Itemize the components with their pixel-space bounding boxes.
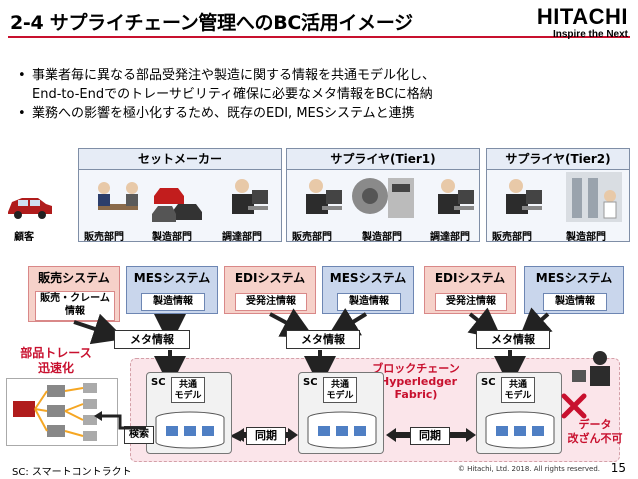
edi-system-tier1: EDIシステム 受発注情報 [424, 266, 516, 314]
mes-system-title: MESシステム [329, 271, 407, 285]
footer-sc-note: SC: スマートコントラクト [12, 467, 132, 478]
tier2-factory-icon [566, 172, 622, 222]
mes-system-title: MESシステム [133, 271, 211, 285]
meta-info-label-t2: メタ情報 [476, 330, 550, 349]
edi-system-set-maker: EDIシステム 受発注情報 [224, 266, 316, 314]
brand-logo: HITACHI Inspire the Next [537, 6, 628, 40]
parts-trace-callout: 部品トレース 迅速化 [18, 346, 94, 376]
bullet-item: 事業者毎に異なる部品受発注や製造に関する情報を共通モデル化し、 [18, 66, 618, 85]
customer-car-icon [8, 198, 52, 219]
tamper-callout: データ 改ざん不可 [560, 418, 630, 446]
page-number: 15 [610, 461, 626, 475]
title-rule [8, 36, 630, 38]
dept-proc-t1: 調達部門 [430, 232, 470, 243]
common-model-box: 共通 モデル [501, 377, 535, 403]
bullet-list: 事業者毎に異なる部品受発注や製造に関する情報を共通モデル化し、 End-to-E… [18, 66, 618, 123]
blockchain-sub1: (Hyperledger [374, 375, 458, 388]
tamper-line1: データ [578, 418, 612, 431]
tier1-procurement-worker-icon [438, 179, 474, 214]
ledger-db-icon [307, 411, 377, 449]
sync-label-1: 同期 [246, 427, 286, 445]
common-model-box: 共通 モデル [171, 377, 205, 403]
sc-label: SC [151, 377, 166, 388]
meta-info-label-set: メタ情報 [114, 330, 190, 349]
sales-system-title: 販売システム [38, 271, 110, 285]
sc-label: SC [303, 377, 318, 388]
sales-meeting-icon [98, 182, 138, 210]
dept-mfg-set: 製造部門 [152, 232, 192, 243]
dept-sales-t1: 販売部門 [292, 232, 332, 243]
tier1-sales-worker-icon [306, 179, 342, 214]
ledger-db-icon [485, 411, 555, 449]
deny-x-icon [561, 393, 587, 419]
mfg-info-box: 製造情報 [141, 293, 205, 311]
page-title: 2-4 サプライチェーン管理へのBC活用イメージ [10, 12, 413, 34]
bullet-item: 業務への影響を極小化するため、既存のEDI, MESシステムと連携 [18, 104, 618, 123]
parts-trace-line1: 部品トレース [20, 346, 92, 360]
sync-label-2: 同期 [410, 427, 450, 445]
order-info-box: 受発注情報 [235, 293, 307, 311]
footer-copyright: © Hitachi, Ltd. 2018. All rights reserve… [457, 465, 600, 473]
sc-label: SC [481, 377, 496, 388]
group-tier2-title: サプライヤ(Tier2) [487, 149, 629, 170]
mes-system-set-maker: MESシステム 製造情報 [126, 266, 218, 314]
sales-system-box: 販売システム 販売・クレーム情報 [28, 266, 120, 322]
parts-trace-tree [6, 378, 118, 446]
parts-trace-line2: 迅速化 [37, 361, 74, 375]
mes-system-tier2: MESシステム 製造情報 [524, 266, 624, 314]
meta-info-label-t1: メタ情報 [286, 330, 360, 349]
mes-system-tier1: MESシステム 製造情報 [322, 266, 414, 314]
dept-sales-t2: 販売部門 [492, 232, 532, 243]
tier1-factory-icon [352, 178, 414, 218]
mfg-info-box: 製造情報 [543, 293, 607, 311]
customer-label: 顧客 [14, 232, 34, 243]
order-info-box: 受発注情報 [435, 293, 507, 311]
parts-tree-icon [13, 383, 97, 441]
procurement-worker-icon [232, 179, 268, 214]
brand-name: HITACHI [536, 4, 628, 29]
edi-system-title: EDIシステム [434, 271, 506, 285]
factory-cars-icon [152, 188, 202, 222]
group-tier1-title: サプライヤ(Tier1) [287, 149, 479, 170]
common-model-box: 共通 モデル [323, 377, 357, 403]
tamper-line2: 改ざん不可 [567, 432, 623, 445]
dept-mfg-t2: 製造部門 [566, 232, 606, 243]
blockchain-title: ブロックチェーン [372, 362, 460, 375]
blockchain-label: ブロックチェーン (Hyperledger Fabric) [366, 362, 466, 401]
tamper-person-icon [572, 351, 610, 386]
brand-slogan: Inspire the Next [552, 29, 628, 40]
mes-system-title: MESシステム [535, 271, 613, 285]
edi-system-title: EDIシステム [234, 271, 306, 285]
bullet-item-continued: End-to-Endでのトレーサビリティ確保に必要なメタ情報をBCに格納 [32, 87, 433, 102]
group-set-maker-title: セットメーカー [79, 149, 281, 170]
search-arrow [94, 411, 146, 430]
blockchain-sub2: Fabric) [394, 388, 438, 401]
mfg-info-box: 製造情報 [337, 293, 401, 311]
ledger-db-icon [155, 411, 225, 449]
dept-proc-set: 調達部門 [222, 232, 262, 243]
dept-mfg-t1: 製造部門 [362, 232, 402, 243]
tier2-sales-worker-icon [506, 179, 542, 214]
dept-sales-set: 販売部門 [84, 232, 124, 243]
